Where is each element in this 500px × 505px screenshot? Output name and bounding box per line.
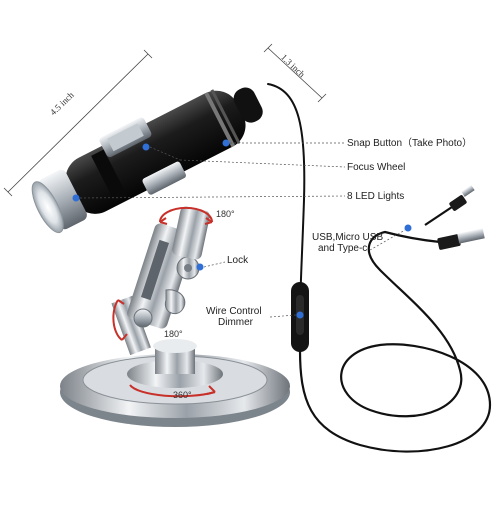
- rotation-arrows: [112, 206, 216, 398]
- stand-base: [60, 339, 290, 427]
- dimmer-label-line2: Dimmer: [218, 317, 253, 328]
- usb-label-line1: USB,Micro USB: [312, 232, 384, 243]
- diameter-dimension-line: [263, 43, 327, 103]
- snap-button-label: Snap Button（Take Photo）: [347, 138, 473, 149]
- lock-label: Lock: [227, 255, 249, 266]
- led-lights-marker: [72, 194, 80, 202]
- usb-marker: [404, 224, 412, 232]
- dimmer-marker: [296, 311, 304, 319]
- rotation-top-label: 180°: [216, 209, 235, 219]
- rotation-base-label: 360°: [173, 390, 192, 400]
- stand-arm: [111, 206, 210, 356]
- microscope-body: [31, 87, 263, 234]
- usb-connectors: [384, 185, 485, 250]
- callout-markers: [72, 139, 412, 319]
- length-dimension-line: [3, 49, 153, 197]
- usb-label-line2: and Type-c: [318, 243, 368, 254]
- led-lights-label: 8 LED Lights: [347, 191, 405, 202]
- lock-marker: [196, 263, 204, 271]
- focus-wheel-marker: [142, 143, 150, 151]
- focus-wheel-label: Focus Wheel: [347, 162, 406, 173]
- rotation-middle-label: 180°: [164, 329, 183, 339]
- snap-button-marker: [222, 139, 230, 147]
- dimmer-label-line1: Wire Control: [206, 306, 262, 317]
- callout-lines: [79, 142, 406, 318]
